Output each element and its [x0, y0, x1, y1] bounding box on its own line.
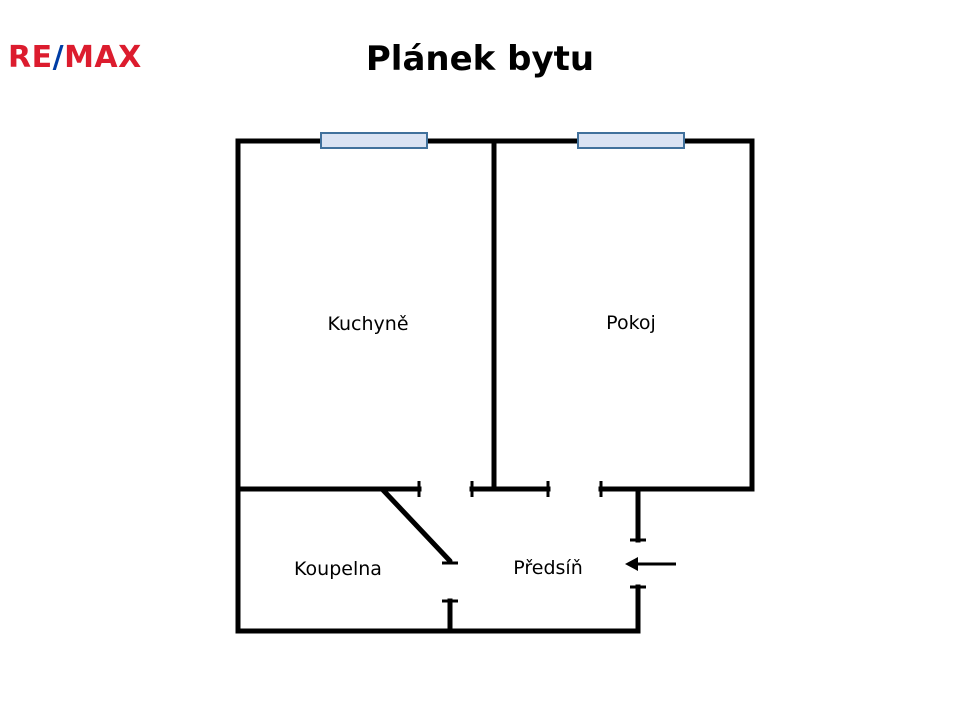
arrow-left-icon: [625, 557, 676, 571]
page-title: Plánek bytu: [365, 39, 595, 79]
room-label-room: Pokoj: [606, 312, 656, 334]
room-label-hall: Předsíň: [513, 557, 583, 579]
logo-text-max: MAX: [64, 40, 142, 75]
window-kitchen: [320, 132, 428, 149]
bathroom-door-leaf: [380, 487, 453, 564]
room-label-bathroom: Koupelna: [294, 558, 382, 580]
room-label-kitchen: Kuchyně: [327, 313, 408, 335]
logo-slash: /: [52, 40, 65, 75]
remax-logo: RE/MAX: [8, 38, 142, 78]
door-jambs: [417, 481, 646, 603]
logo-text-re: RE: [8, 40, 53, 75]
window-room: [577, 132, 685, 149]
